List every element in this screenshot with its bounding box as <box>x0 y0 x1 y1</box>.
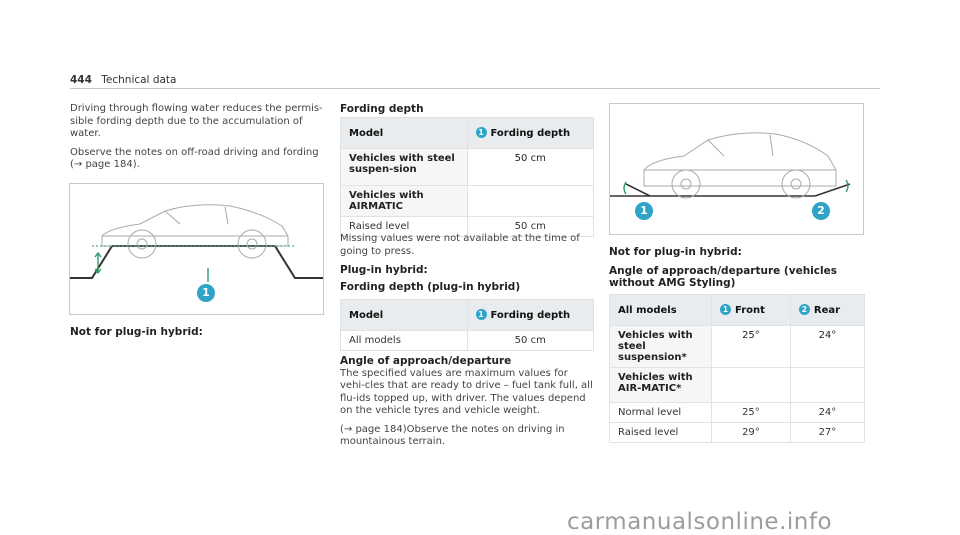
car-outline-icon <box>643 132 837 199</box>
table-row: Raised level 50 cm <box>340 216 594 237</box>
missing-values-note: Missing values were not available at the… <box>340 233 580 257</box>
table-row: Vehicles with steel suspension* 25° 24° <box>609 325 866 368</box>
left-paragraph-1: Driving through flowing water reduces th… <box>70 103 323 139</box>
table-row: Vehicles with steel suspen-sion 50 cm <box>340 148 594 186</box>
caption-not-plugin: Not for plug-in hybrid: <box>70 326 203 338</box>
angle-heading: Angle of approach/departure <box>340 355 512 367</box>
fording-diagram: 1 <box>69 183 324 315</box>
header-rule <box>70 88 880 89</box>
callout-1-icon: 1 <box>197 284 215 302</box>
middle-heading: Fording depth <box>340 103 424 117</box>
plugin-hybrid-label: Plug-in hybrid: <box>340 264 428 276</box>
depth-arrow-icon <box>94 251 209 282</box>
angle-marker-icon <box>623 179 849 195</box>
middle-notes: Missing values were not available at the… <box>340 233 594 299</box>
fording-depth-heading: Fording depth <box>340 103 424 115</box>
plugin-fording-heading: Fording depth (plug-in hybrid) <box>340 280 521 293</box>
callout-2-icon: 2 <box>812 202 830 220</box>
callout-1-icon: 1 <box>475 309 487 320</box>
table-row: Vehicles with AIRMATIC <box>340 185 594 217</box>
right-subheading: Not for plug-in hybrid: <box>609 246 742 258</box>
left-paragraph-2: Observe the notes on off-road driving an… <box>70 146 319 171</box>
table-row: Vehicles with AIR-MATIC* <box>609 367 866 403</box>
table-row: All models 50 cm <box>340 330 594 351</box>
angle-text: Angle of approach/departure The specifie… <box>340 355 594 455</box>
page-number: 444 <box>70 74 92 86</box>
left-column: Driving through flowing water reduces th… <box>70 103 325 178</box>
approach-angle-diagram: 1 2 <box>609 103 864 235</box>
callout-2-icon: 2 <box>798 304 810 315</box>
angle-paragraph: The specified values are maximum values … <box>340 367 593 417</box>
page-header: 444 Technical data <box>70 74 176 86</box>
callout-1-icon: 1 <box>475 127 487 138</box>
col-model: Model <box>340 117 468 149</box>
section-title: Technical data <box>101 74 177 86</box>
right-headings: Not for plug-in hybrid: Angle of approac… <box>609 246 865 296</box>
car-outline-icon <box>101 204 289 259</box>
right-heading: Angle of approach/departure (vehicles wi… <box>609 264 837 290</box>
left-caption: Not for plug-in hybrid: <box>70 326 203 340</box>
col-all-models: All models <box>609 294 712 326</box>
callout-1-icon: 1 <box>635 202 653 220</box>
watermark: carmanualsonline.info <box>567 509 833 535</box>
table-row: Raised level 29° 27° <box>609 422 866 443</box>
table-row: Normal level 25° 24° <box>609 402 866 423</box>
col-model: Model <box>340 299 468 331</box>
callout-1-icon: 1 <box>720 304 731 315</box>
angle-reference: (→ page 184)Observe the notes on driving… <box>340 423 565 448</box>
